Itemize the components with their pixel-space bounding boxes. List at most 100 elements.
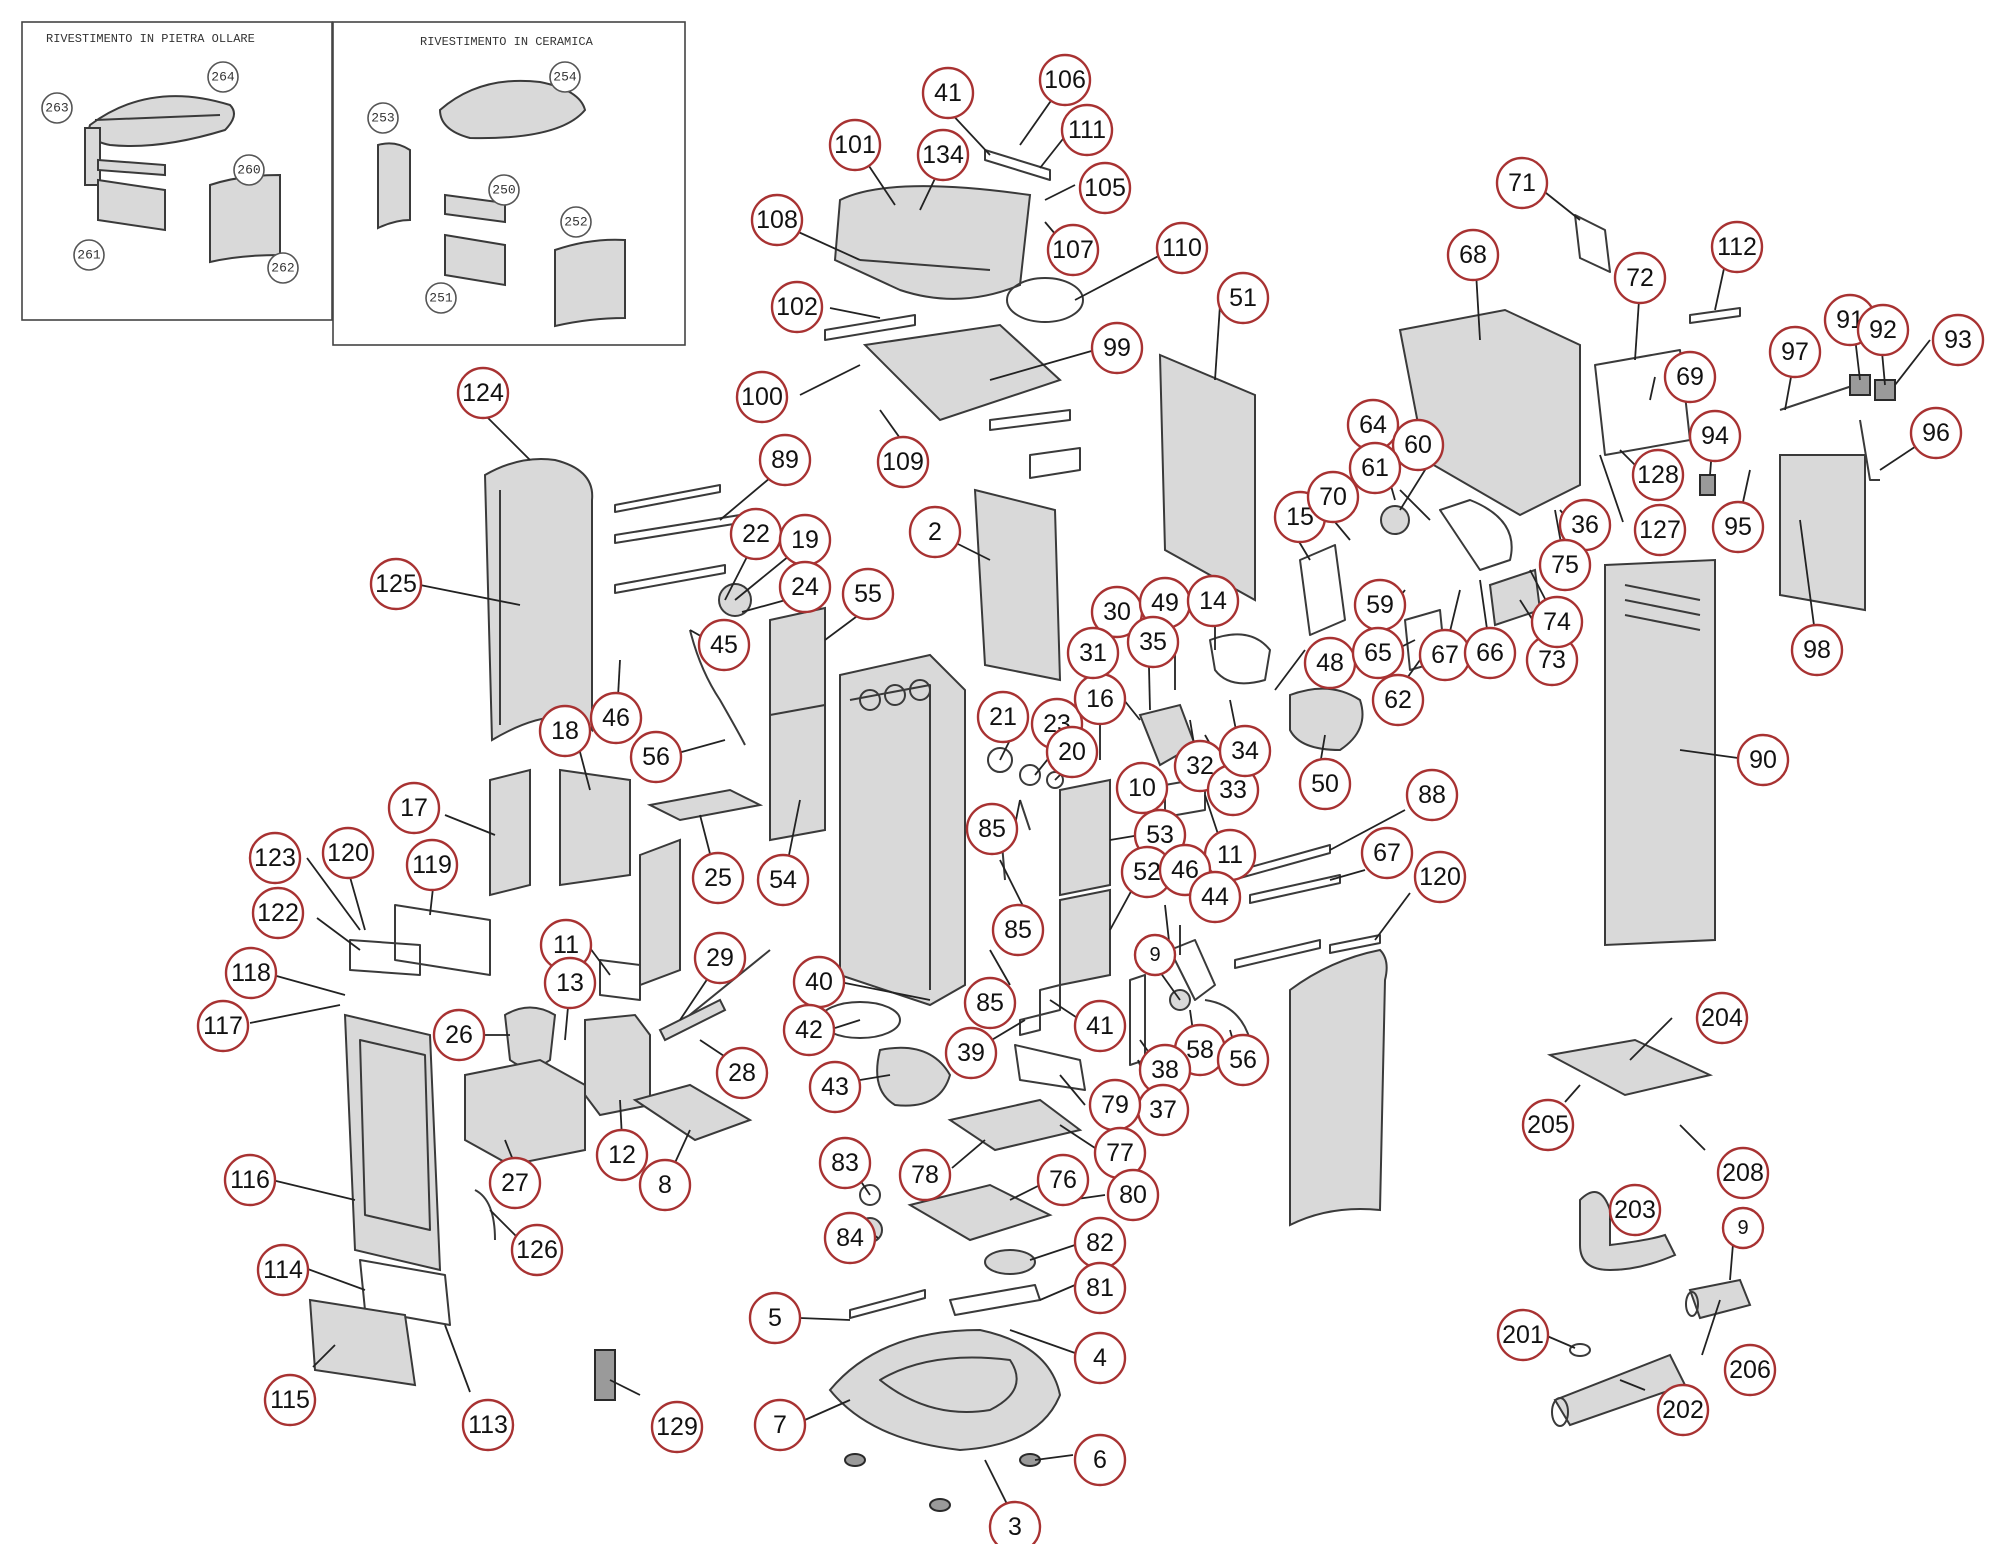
svg-text:34: 34 bbox=[1231, 737, 1259, 765]
callout-78: 78 bbox=[898, 1148, 952, 1202]
callout-56-right: 56 bbox=[1216, 1033, 1270, 1087]
stone-top-cap bbox=[88, 95, 235, 147]
callout-122: 122 bbox=[251, 886, 305, 940]
svg-text:203: 203 bbox=[1614, 1196, 1656, 1224]
elbow-pipe-203 bbox=[1579, 1191, 1677, 1272]
svg-text:71: 71 bbox=[1508, 169, 1536, 197]
svg-text:85: 85 bbox=[1004, 916, 1032, 944]
callout-110: 110 bbox=[1155, 221, 1209, 275]
svg-text:122: 122 bbox=[257, 899, 299, 927]
callout-134: 134 bbox=[916, 128, 970, 182]
svg-text:64: 64 bbox=[1359, 411, 1387, 439]
mid-plate bbox=[862, 323, 1062, 422]
flue-gasket bbox=[1006, 277, 1084, 323]
tray-76 bbox=[907, 1183, 1053, 1242]
svg-text:36: 36 bbox=[1571, 511, 1599, 539]
pipe-206 bbox=[1688, 1278, 1752, 1320]
callout-120-right: 120 bbox=[1413, 850, 1467, 904]
callout-204: 204 bbox=[1695, 991, 1749, 1045]
svg-text:35: 35 bbox=[1139, 628, 1167, 656]
svg-text:111: 111 bbox=[1068, 116, 1106, 144]
callout-203: 203 bbox=[1608, 1183, 1662, 1237]
inset-callouts: 264 263 260 261 262 254 253 250 251 252 bbox=[41, 61, 592, 314]
control-board bbox=[947, 1098, 1083, 1152]
svg-text:108: 108 bbox=[756, 206, 798, 234]
callout-2: 2 bbox=[908, 505, 962, 559]
callout-95: 95 bbox=[1711, 500, 1765, 554]
panel-54 bbox=[769, 703, 826, 842]
panel-52 bbox=[1059, 888, 1111, 987]
callout-48: 48 bbox=[1303, 636, 1357, 690]
svg-text:84: 84 bbox=[836, 1224, 864, 1252]
svg-text:96: 96 bbox=[1922, 419, 1950, 447]
callout-117: 117 bbox=[196, 999, 250, 1053]
callout-114: 114 bbox=[256, 1243, 310, 1297]
callout-9-lower: 9 bbox=[1721, 1206, 1765, 1250]
svg-text:50: 50 bbox=[1311, 770, 1339, 798]
svg-text:20: 20 bbox=[1058, 738, 1086, 766]
brick-side bbox=[639, 838, 681, 987]
ceramic-top-cap bbox=[438, 79, 587, 140]
svg-text:109: 109 bbox=[882, 448, 924, 476]
ash-box bbox=[464, 1058, 586, 1167]
svg-text:49: 49 bbox=[1151, 589, 1179, 617]
svg-text:98: 98 bbox=[1803, 636, 1831, 664]
svg-text:90: 90 bbox=[1749, 746, 1777, 774]
svg-text:125: 125 bbox=[375, 570, 417, 598]
svg-text:14: 14 bbox=[1199, 587, 1227, 615]
svg-text:10: 10 bbox=[1128, 774, 1156, 802]
svg-text:65: 65 bbox=[1364, 639, 1392, 667]
svg-text:114: 114 bbox=[263, 1256, 303, 1284]
inset-ceramica-frame bbox=[332, 21, 686, 346]
svg-text:62: 62 bbox=[1384, 686, 1412, 714]
callout-72: 72 bbox=[1613, 251, 1667, 305]
inset-label-250: 250 bbox=[492, 183, 515, 198]
svg-text:129: 129 bbox=[656, 1413, 698, 1441]
svg-text:82: 82 bbox=[1086, 1229, 1114, 1257]
svg-text:66: 66 bbox=[1476, 639, 1504, 667]
callout-206: 206 bbox=[1723, 1343, 1777, 1397]
svg-text:44: 44 bbox=[1201, 883, 1229, 911]
svg-text:46: 46 bbox=[1171, 856, 1199, 884]
callout-123: 123 bbox=[248, 831, 302, 885]
svg-text:93: 93 bbox=[1944, 326, 1972, 354]
svg-text:201: 201 bbox=[1502, 1321, 1544, 1349]
callout-105: 105 bbox=[1078, 161, 1132, 215]
svg-text:78: 78 bbox=[911, 1161, 939, 1189]
callout-99: 99 bbox=[1090, 321, 1144, 375]
svg-text:97: 97 bbox=[1781, 338, 1809, 366]
svg-text:69: 69 bbox=[1676, 363, 1704, 391]
inset-label-254: 254 bbox=[553, 70, 577, 85]
brick-17 bbox=[489, 768, 531, 897]
callout-41-lower: 41 bbox=[1073, 999, 1127, 1053]
svg-text:53: 53 bbox=[1146, 821, 1174, 849]
top-plate bbox=[833, 185, 1032, 300]
svg-text:28: 28 bbox=[728, 1059, 756, 1087]
callout-9: 9 bbox=[1133, 933, 1177, 977]
pellet-hopper bbox=[1398, 308, 1581, 517]
svg-text:80: 80 bbox=[1119, 1181, 1147, 1209]
callout-62: 62 bbox=[1371, 673, 1425, 727]
parts-layer bbox=[308, 149, 1896, 1512]
svg-text:124: 124 bbox=[462, 379, 504, 407]
svg-text:120: 120 bbox=[1419, 863, 1461, 891]
svg-text:70: 70 bbox=[1319, 483, 1347, 511]
callout-118: 118 bbox=[224, 946, 278, 1000]
callout-65: 65 bbox=[1351, 626, 1405, 680]
plate-204 bbox=[1546, 1038, 1714, 1097]
callout-74: 74 bbox=[1530, 595, 1584, 649]
callout-45: 45 bbox=[697, 618, 751, 672]
svg-text:43: 43 bbox=[821, 1073, 849, 1101]
inset-label-263: 263 bbox=[45, 101, 68, 116]
inset-pietra-ollare-title: RIVESTIMENTO IN PIETRA OLLARE bbox=[46, 32, 255, 46]
svg-text:18: 18 bbox=[551, 717, 579, 745]
rear-panel-51 bbox=[1158, 353, 1256, 602]
callout-116: 116 bbox=[223, 1153, 277, 1207]
callout-27: 27 bbox=[488, 1156, 542, 1210]
callout-205: 205 bbox=[1521, 1098, 1575, 1152]
svg-text:72: 72 bbox=[1626, 264, 1654, 292]
callout-124: 124 bbox=[456, 366, 510, 420]
svg-text:33: 33 bbox=[1219, 776, 1247, 804]
svg-text:41: 41 bbox=[1086, 1012, 1114, 1040]
svg-text:81: 81 bbox=[1086, 1274, 1114, 1302]
